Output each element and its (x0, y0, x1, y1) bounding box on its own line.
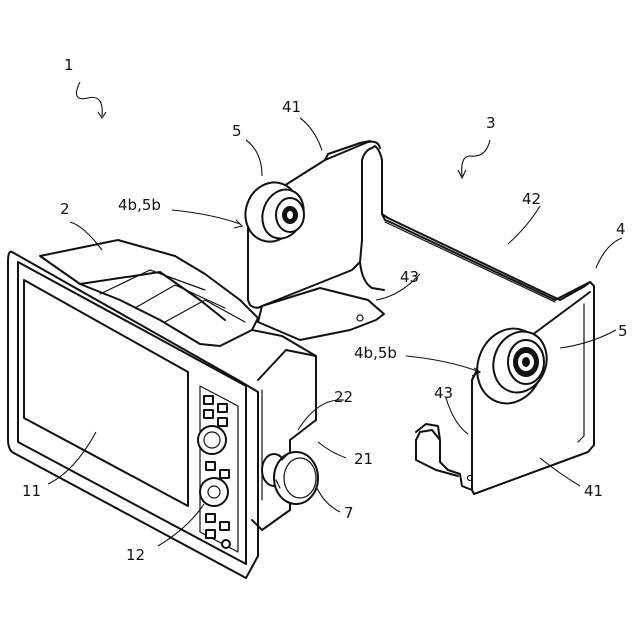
label-5-right: 5 (618, 324, 628, 339)
label-4b5b-right: 4b,5b (354, 346, 397, 361)
label-21: 21 (354, 452, 373, 467)
label-3: 3 (486, 116, 496, 131)
side-knob-7 (262, 452, 318, 504)
label-22: 22 (334, 390, 353, 405)
right-knob-5 (467, 319, 555, 412)
label-43-lower: 43 (434, 386, 453, 401)
label-41-top: 41 (282, 100, 301, 115)
bracket-4 (248, 141, 594, 494)
label-4b5b-left: 4b,5b (118, 198, 161, 213)
label-41-bottom: 41 (584, 484, 603, 499)
display-device-1 (8, 240, 318, 578)
keypad-12 (198, 386, 238, 552)
label-7: 7 (344, 506, 354, 521)
label-2: 2 (60, 202, 70, 217)
label-12: 12 (126, 548, 145, 563)
label-5-left: 5 (232, 124, 242, 139)
label-4: 4 (616, 222, 626, 237)
label-11: 11 (22, 484, 41, 499)
label-42: 42 (522, 192, 541, 207)
label-1: 1 (64, 58, 74, 73)
rear-plate-42 (382, 214, 590, 300)
label-43-upper: 43 (400, 270, 419, 285)
